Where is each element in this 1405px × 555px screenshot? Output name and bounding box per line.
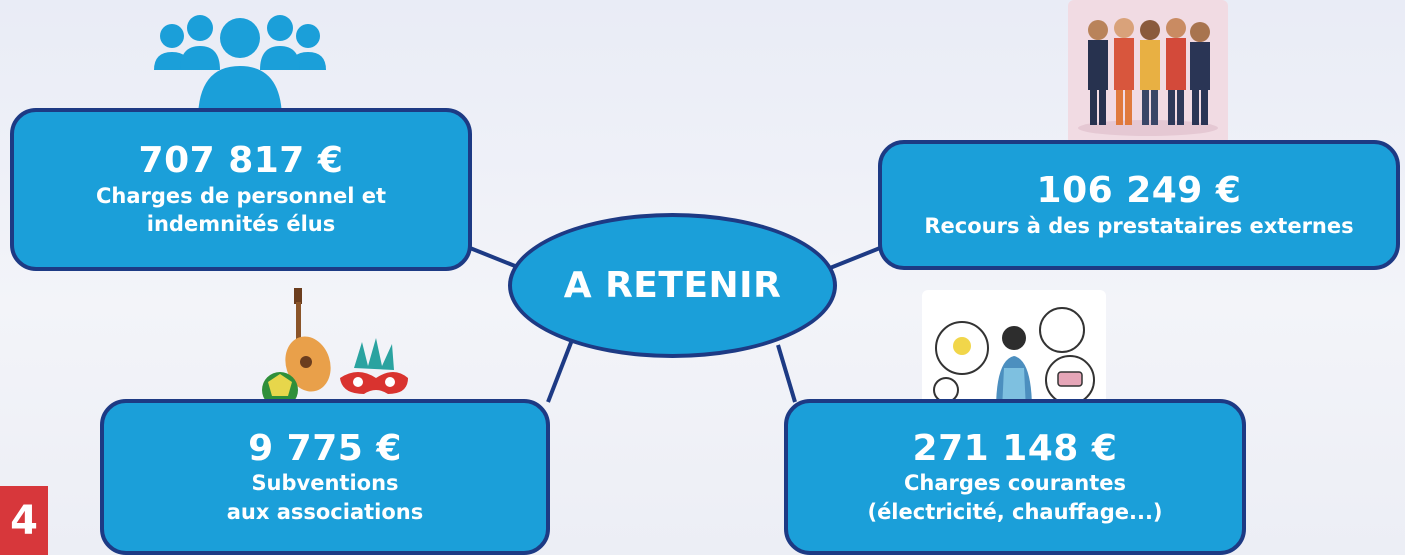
amount-charges-courantes: 271 148 € (912, 427, 1118, 469)
people-group-icon (154, 15, 326, 120)
connector-subventions (546, 339, 574, 403)
label-line-2: aux associations (226, 499, 424, 524)
connector-charges (776, 344, 797, 403)
box-charges-courantes: 271 148 € Charges courantes (électricité… (784, 399, 1246, 555)
connector-personnel (469, 246, 521, 270)
connector-prestataires (829, 246, 881, 270)
label-line-1: Charges de personnel et (95, 183, 387, 208)
box-subventions-associations: 9 775 € Subventions aux associations (100, 399, 550, 555)
amount-charges-personnel: 707 817 € (138, 140, 344, 182)
amount-prestataires-externes: 106 249 € (1036, 170, 1242, 212)
label-line-2: indemnités élus (146, 212, 336, 237)
guitar-football-mask-icon (262, 288, 408, 408)
workers-illustration-icon (1068, 0, 1228, 145)
page-number: 4 (0, 486, 48, 555)
box-charges-personnel: 707 817 € Charges de personnel et indemn… (10, 108, 472, 271)
label-line-1: Charges courantes (903, 471, 1127, 496)
center-node-a-retenir: A RETENIR (508, 213, 837, 358)
label-prestataires-externes: Recours à des prestataires externes (924, 212, 1353, 240)
household-utilities-icon (922, 290, 1106, 410)
label-line-1: Recours à des prestataires externes (924, 213, 1354, 238)
label-charges-personnel: Charges de personnel et indemnités élus (96, 182, 386, 239)
label-subventions: Subventions aux associations (227, 469, 424, 526)
amount-subventions: 9 775 € (248, 427, 402, 469)
label-line-2: (électricité, chauffage...) (867, 499, 1163, 524)
label-charges-courantes: Charges courantes (électricité, chauffag… (867, 469, 1162, 526)
label-line-1: Subventions (251, 471, 399, 496)
box-prestataires-externes: 106 249 € Recours à des prestataires ext… (878, 140, 1400, 270)
